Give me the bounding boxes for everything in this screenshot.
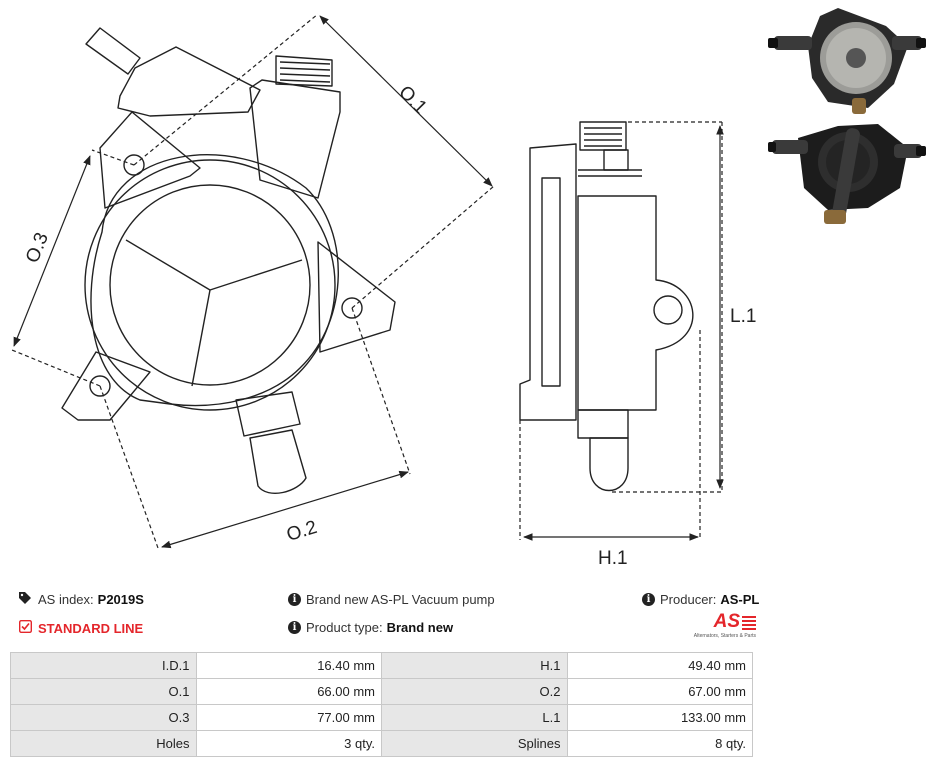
dim-label-o1: O.1 <box>394 82 431 119</box>
product-type-value: Brand new <box>386 620 454 635</box>
spec-label: H.1 <box>381 652 568 679</box>
front-dimensions <box>11 13 495 549</box>
check-square-icon <box>18 619 33 636</box>
spec-value: 3 qty. <box>195 730 382 757</box>
product-photo-bottom <box>768 124 926 224</box>
dim-label-o2: O.2 <box>284 517 319 546</box>
description: i Brand new AS-PL Vacuum pump <box>288 592 495 607</box>
spec-value: 49.40 mm <box>566 652 753 679</box>
as-index-value: P2019S <box>97 592 144 607</box>
spec-label: Holes <box>10 730 197 757</box>
product-photo-top <box>768 8 926 114</box>
dim-label-h1: H.1 <box>598 548 628 569</box>
as-logo-mark: AS <box>713 611 740 632</box>
table-row: I.D.1 16.40 mm H.1 49.40 mm <box>10 652 753 679</box>
spec-value: 133.00 mm <box>566 704 753 731</box>
spec-label: L.1 <box>381 704 568 731</box>
table-row: O.3 77.00 mm L.1 133.00 mm <box>10 704 753 731</box>
spec-label: O.2 <box>381 678 568 705</box>
as-index-label: AS index: <box>38 592 94 607</box>
dim-label-l1: L.1 <box>730 306 756 327</box>
info-icon: i <box>288 621 301 634</box>
tags-icon <box>19 592 33 607</box>
spec-value: 8 qty. <box>566 730 753 757</box>
pump-side-view <box>519 121 694 492</box>
producer-value: AS-PL <box>720 592 760 607</box>
as-logo: AS Alternators, Starters & Parts <box>682 612 756 644</box>
table-row: Holes 3 qty. Splines 8 qty. <box>10 730 753 757</box>
specs-table: I.D.1 16.40 mm H.1 49.40 mm O.1 66.00 mm… <box>10 652 753 757</box>
technical-drawing: O.1 O.3 O.2 L.1 H.1 <box>11 13 756 569</box>
producer-label: Producer: <box>660 592 717 607</box>
table-row: O.1 66.00 mm O.2 67.00 mm <box>10 678 753 705</box>
spec-value: 16.40 mm <box>195 652 382 679</box>
as-index: AS index: P2019S <box>19 592 144 607</box>
spec-label: I.D.1 <box>10 652 197 679</box>
side-dimensions <box>519 121 724 541</box>
spec-value: 66.00 mm <box>195 678 382 705</box>
as-logo-tagline: Alternators, Starters & Parts <box>693 633 756 639</box>
spec-label: O.1 <box>10 678 197 705</box>
as-logo-stripes <box>742 614 756 630</box>
product-type-label: Product type: <box>306 620 383 635</box>
pump-front-view <box>61 27 396 494</box>
standard-line: STANDARD LINE <box>18 619 144 636</box>
info-icon: i <box>288 593 301 606</box>
info-icon: i <box>642 593 655 606</box>
spec-value: 67.00 mm <box>566 678 753 705</box>
spec-label: O.3 <box>10 704 197 731</box>
producer: i Producer: AS-PL <box>642 592 759 607</box>
standard-line-label: STANDARD LINE <box>38 620 144 636</box>
spec-value: 77.00 mm <box>195 704 382 731</box>
spec-label: Splines <box>381 730 568 757</box>
product-type: i Product type: Brand new <box>288 620 453 635</box>
description-text: Brand new AS-PL Vacuum pump <box>306 592 495 607</box>
